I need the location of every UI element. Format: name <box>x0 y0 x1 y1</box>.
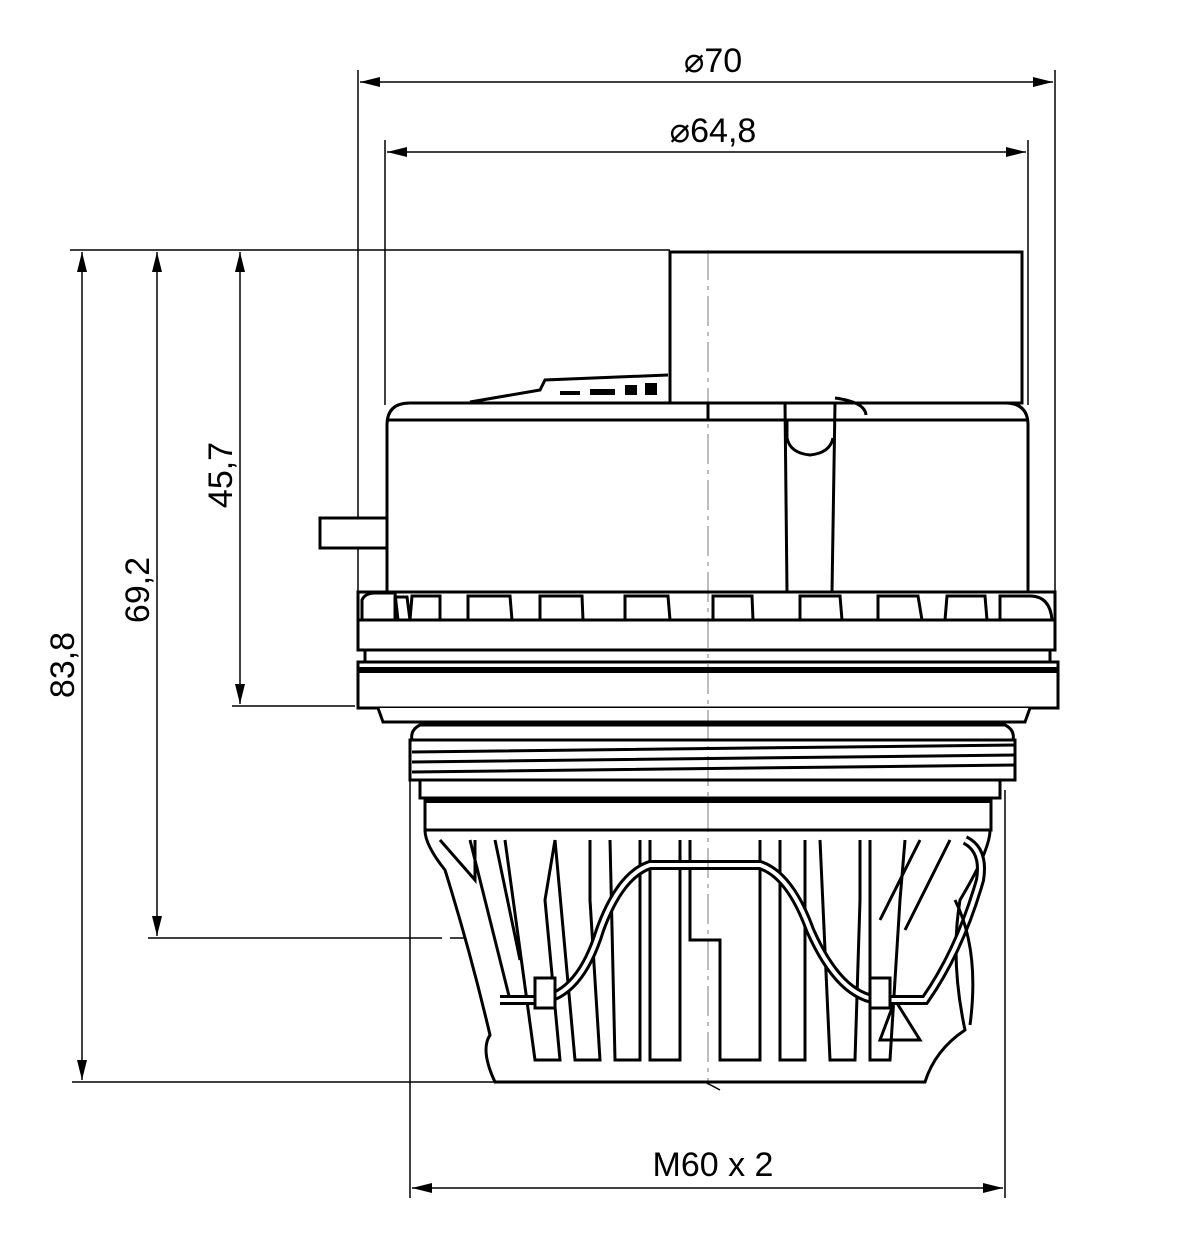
basket-side-right <box>953 899 975 1026</box>
basket-fins <box>438 839 952 1062</box>
dimension-label-inner-diameter: ⌀64,8 <box>670 112 757 150</box>
dimension-mid-height: 69,2 <box>119 252 162 936</box>
dimension-outer-diameter: ⌀70 <box>357 42 1056 592</box>
valve-insert-body <box>318 250 1060 1091</box>
dimension-label-thread: M60 x 2 <box>653 1146 774 1184</box>
seal-lower <box>376 707 1032 724</box>
dimension-label-outer-diameter: ⌀70 <box>684 42 742 80</box>
dimension-inner-diameter: ⌀64,8 <box>384 112 1029 405</box>
dimension-total-height: 83,8 <box>44 252 87 1080</box>
dimension-upper-height: 45,7 <box>202 252 245 704</box>
clip-post-left <box>533 976 557 1010</box>
dimension-label-total-height: 83,8 <box>44 632 82 698</box>
thread-crest-1 <box>410 723 1015 742</box>
dimension-label-mid-height: 69,2 <box>119 557 157 623</box>
vertical-slot <box>783 402 837 593</box>
side-tab <box>318 516 389 550</box>
dimension-thread: M60 x 2 <box>409 760 1006 1198</box>
thread-collar <box>418 778 1002 800</box>
gear-teeth <box>358 591 1055 622</box>
dimension-label-upper-height: 45,7 <box>202 442 240 508</box>
top-box <box>668 250 1024 405</box>
top-ramp-marks <box>560 383 657 395</box>
clip-post-right <box>868 976 892 1010</box>
top-ramp <box>469 373 669 404</box>
